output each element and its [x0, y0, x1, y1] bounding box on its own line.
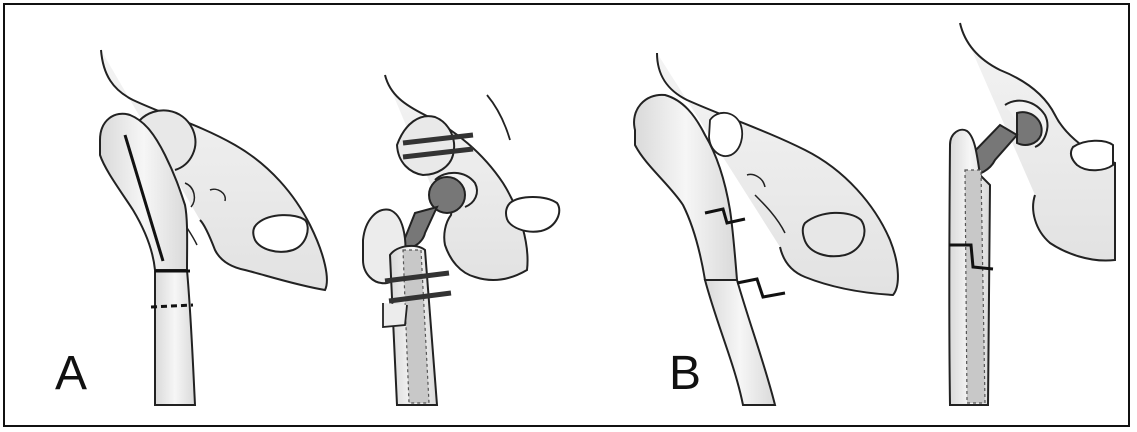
femoral-stem	[965, 170, 985, 403]
obturator-foramen	[506, 197, 559, 232]
figure-frame: A B	[3, 3, 1130, 427]
panel-b-implant-drawing	[949, 23, 1115, 405]
panel-a-implant-drawing	[363, 75, 559, 405]
step-osteotomy-lower	[737, 279, 785, 297]
acetabulum	[709, 113, 742, 156]
obturator-foramen	[253, 215, 307, 252]
panel-label-b: B	[669, 350, 701, 398]
femur-shaft	[155, 270, 195, 405]
obturator-foramen	[1071, 141, 1113, 171]
prosthetic-neck	[403, 207, 437, 247]
femur-shaft	[705, 280, 775, 405]
obturator-foramen	[803, 213, 865, 256]
hip-fracture-illustration	[5, 5, 1132, 429]
acetabular-graft	[397, 116, 454, 175]
panel-label-a: A	[55, 350, 87, 398]
panel-a-fracture-drawing	[100, 50, 327, 405]
